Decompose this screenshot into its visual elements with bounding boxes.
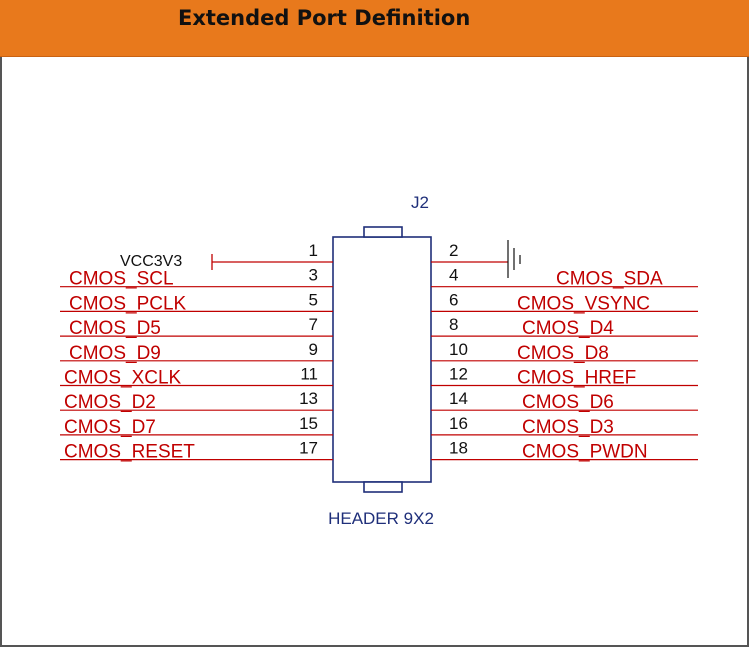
pins-layer: 1VCC3V33CMOS_SCL5CMOS_PCLK7CMOS_D59CMOS_… (60, 240, 698, 463)
net-label-left: CMOS_PCLK (69, 293, 187, 314)
pin-number-right: 4 (449, 266, 458, 285)
pin-number-right: 10 (449, 340, 468, 359)
pin-number-right: 6 (449, 290, 458, 309)
connector-bottom-tab (363, 481, 403, 493)
net-label-right: CMOS_D4 (522, 318, 614, 339)
pin-number-right: 14 (449, 389, 468, 408)
pin-number-left: 7 (309, 315, 318, 334)
connector-designator: J2 (411, 193, 429, 212)
net-label-right: CMOS_SDA (556, 269, 663, 290)
power-net-label: VCC3V3 (120, 253, 182, 270)
pin-number-left: 9 (309, 340, 318, 359)
page-title: Extended Port Definition (178, 6, 471, 30)
net-label-right: CMOS_D3 (522, 417, 614, 438)
pin-number-left: 1 (309, 241, 318, 260)
pin-number-right: 18 (449, 439, 468, 458)
net-label-right: CMOS_D6 (522, 392, 614, 413)
net-label-left: CMOS_D5 (69, 318, 161, 339)
pin-number-right: 8 (449, 315, 458, 334)
net-label-right: CMOS_PWDN (522, 442, 648, 463)
net-label-left: CMOS_D2 (64, 392, 156, 413)
net-label-right: CMOS_VSYNC (517, 293, 650, 314)
header-bar: Extended Port Definition (0, 0, 749, 57)
pin-number-right: 16 (449, 414, 468, 433)
net-label-left: CMOS_RESET (64, 442, 195, 463)
pin-number-left: 15 (299, 414, 318, 433)
pin-number-left: 3 (309, 266, 318, 285)
net-label-right: CMOS_HREF (517, 368, 636, 389)
pin-number-left: 17 (299, 439, 318, 458)
net-label-left: CMOS_SCL (69, 269, 174, 290)
diagram-frame (0, 57, 749, 647)
net-label-left: CMOS_XCLK (64, 368, 182, 389)
connector-top-tab (363, 226, 403, 238)
pin-number-left: 11 (300, 365, 318, 384)
net-label-left: CMOS_D9 (69, 343, 161, 364)
pin-number-left: 13 (299, 389, 318, 408)
pin-number-right: 12 (449, 365, 468, 384)
pin-number-right: 2 (449, 241, 458, 260)
net-label-right: CMOS_D8 (517, 343, 609, 364)
pin-number-left: 5 (309, 290, 318, 309)
net-label-left: CMOS_D7 (64, 417, 156, 438)
connector-body (332, 236, 432, 483)
connector-part-label: HEADER 9X2 (328, 509, 434, 528)
